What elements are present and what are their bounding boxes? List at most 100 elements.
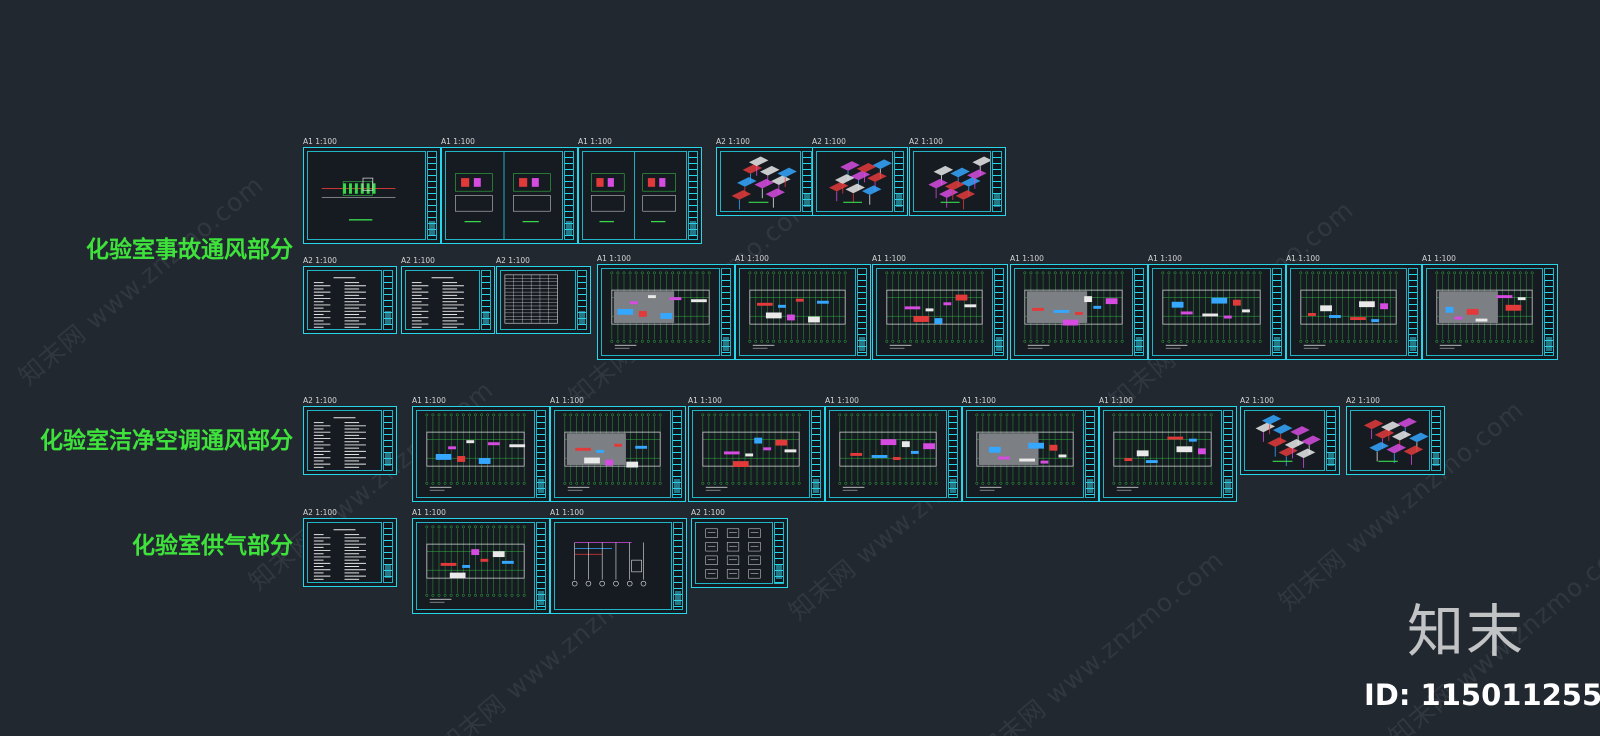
sheet-drawing	[590, 152, 676, 239]
sheet-drawing	[885, 271, 984, 349]
sheet-title-block	[721, 268, 731, 356]
sheet-drawing-area	[876, 268, 993, 356]
watermark-text: 知末网 www.znzmo.com	[973, 544, 1230, 736]
sheet-drawing-area	[695, 522, 773, 584]
sheet-scale-label: A1 1:100	[412, 508, 446, 517]
sheet-drawing-area	[739, 268, 856, 356]
drawing-sheet-plan[interactable]	[872, 264, 1008, 360]
sheet-drawing-area	[554, 410, 671, 498]
sheet-title-block	[481, 270, 491, 330]
sheet-drawing	[748, 271, 847, 349]
drawing-sheet-text[interactable]	[303, 406, 397, 475]
sheet-title-block	[1272, 268, 1282, 356]
drawing-sheet-plan[interactable]	[550, 406, 686, 502]
sheet-drawing-area	[692, 410, 810, 498]
sheet-title-block	[1431, 410, 1441, 471]
drawing-sheet-iso[interactable]	[909, 147, 1006, 216]
drawing-sheet-text[interactable]	[303, 266, 397, 334]
sheet-scale-label: A1 1:100	[550, 508, 584, 517]
drawing-sheet-text[interactable]	[303, 518, 397, 587]
sheet-drawing-area	[554, 522, 672, 610]
sheet-title-block	[1085, 410, 1095, 498]
sheet-scale-label: A1 1:100	[550, 396, 584, 405]
sheet-scale-label: A1 1:100	[1148, 254, 1182, 263]
sheet-scale-label: A1 1:100	[578, 137, 612, 146]
sheet-drawing	[731, 156, 797, 210]
sheet-drawing-area	[816, 151, 893, 212]
sheet-drawing-area	[1014, 268, 1133, 356]
drawing-sheet-plan[interactable]	[1286, 264, 1422, 360]
sheet-title-block	[383, 270, 393, 330]
sheet-drawing-area	[416, 522, 535, 610]
drawing-sheet-iso[interactable]	[716, 147, 816, 216]
drawing-sheet-text[interactable]	[401, 266, 495, 334]
sheet-drawing	[411, 277, 464, 328]
sheet-drawing	[313, 277, 366, 328]
drawing-sheet-table[interactable]	[496, 266, 591, 334]
sheet-scale-label: A1 1:100	[597, 254, 631, 263]
drawing-sheet-plan[interactable]	[1010, 264, 1148, 360]
drawing-sheet-plan[interactable]	[597, 264, 735, 360]
sheet-scale-label: A1 1:100	[412, 396, 446, 405]
drawing-sheet-plan[interactable]	[825, 406, 962, 502]
sheet-drawing	[313, 529, 366, 580]
sheet-title-block	[688, 151, 698, 240]
sheet-title-block	[1223, 410, 1233, 498]
sheet-drawing	[928, 156, 990, 210]
sheet-drawing	[563, 413, 662, 491]
sheet-drawing	[1161, 271, 1262, 349]
sheet-scale-label: A1 1:100	[1286, 254, 1320, 263]
drawing-sheet-plan[interactable]	[412, 518, 550, 614]
sheet-drawing	[571, 542, 647, 587]
drawing-sheet-plan[interactable]	[412, 406, 550, 502]
sheet-drawing-area	[500, 270, 576, 330]
sheet-title-block	[383, 410, 393, 471]
sheet-title-block	[1326, 410, 1336, 471]
sheet-scale-label: A1 1:100	[1010, 254, 1044, 263]
sheet-drawing	[504, 274, 558, 324]
sheet-drawing	[425, 525, 526, 603]
sheet-scale-label: A1 1:100	[962, 396, 996, 405]
drawing-sheet-plan[interactable]	[1148, 264, 1286, 360]
drawing-sheet-iso[interactable]	[1240, 406, 1340, 475]
sheet-drawing	[321, 177, 396, 221]
watermark-text: 知末网 www.znzmo.com	[13, 169, 270, 392]
sheet-drawing-area	[307, 270, 382, 330]
drawing-sheet-iso[interactable]	[1346, 406, 1445, 475]
drawing-sheet-plan[interactable]	[1422, 264, 1558, 360]
drawing-sheet-schematic[interactable]	[550, 518, 687, 614]
drawing-sheet-plan[interactable]	[735, 264, 871, 360]
sheet-title-block	[673, 522, 683, 610]
sheet-drawing	[838, 413, 938, 491]
sheet-drawing	[1255, 414, 1321, 468]
drawing-sheet-iso[interactable]	[812, 147, 908, 216]
sheet-scale-label: A1 1:100	[735, 254, 769, 263]
sheet-title-block	[577, 270, 587, 330]
drawing-sheet-plan[interactable]	[962, 406, 1099, 502]
sheet-scale-label: A2 1:100	[1346, 396, 1380, 405]
drawing-sheet-double[interactable]	[441, 147, 578, 244]
sheet-drawing-area	[829, 410, 947, 498]
drawing-sheet-section[interactable]	[303, 147, 441, 244]
sheet-drawing	[1363, 417, 1429, 465]
sheet-drawing	[610, 271, 711, 349]
drawing-sheet-plan[interactable]	[1099, 406, 1237, 502]
sheet-title-block	[992, 151, 1002, 212]
drawing-sheet-details[interactable]	[691, 518, 788, 588]
sheet-title-block	[948, 410, 958, 498]
sheet-drawing-area	[416, 410, 535, 498]
section-title-emergency-ventilation: 化验室事故通风部分	[86, 237, 293, 263]
sheet-drawing-area	[720, 151, 801, 212]
drawing-sheet-double[interactable]	[578, 147, 702, 244]
sheet-drawing	[1435, 271, 1534, 349]
sheet-scale-label: A2 1:100	[303, 396, 337, 405]
sheet-scale-label: A1 1:100	[825, 396, 859, 405]
sheet-drawing-area	[307, 410, 382, 471]
sheet-scale-label: A1 1:100	[1422, 254, 1456, 263]
sheet-title-block	[383, 522, 393, 583]
sheet-drawing	[455, 152, 551, 239]
sheet-drawing	[701, 413, 801, 491]
drawing-sheet-plan[interactable]	[688, 406, 825, 502]
sheet-drawing	[705, 528, 761, 579]
